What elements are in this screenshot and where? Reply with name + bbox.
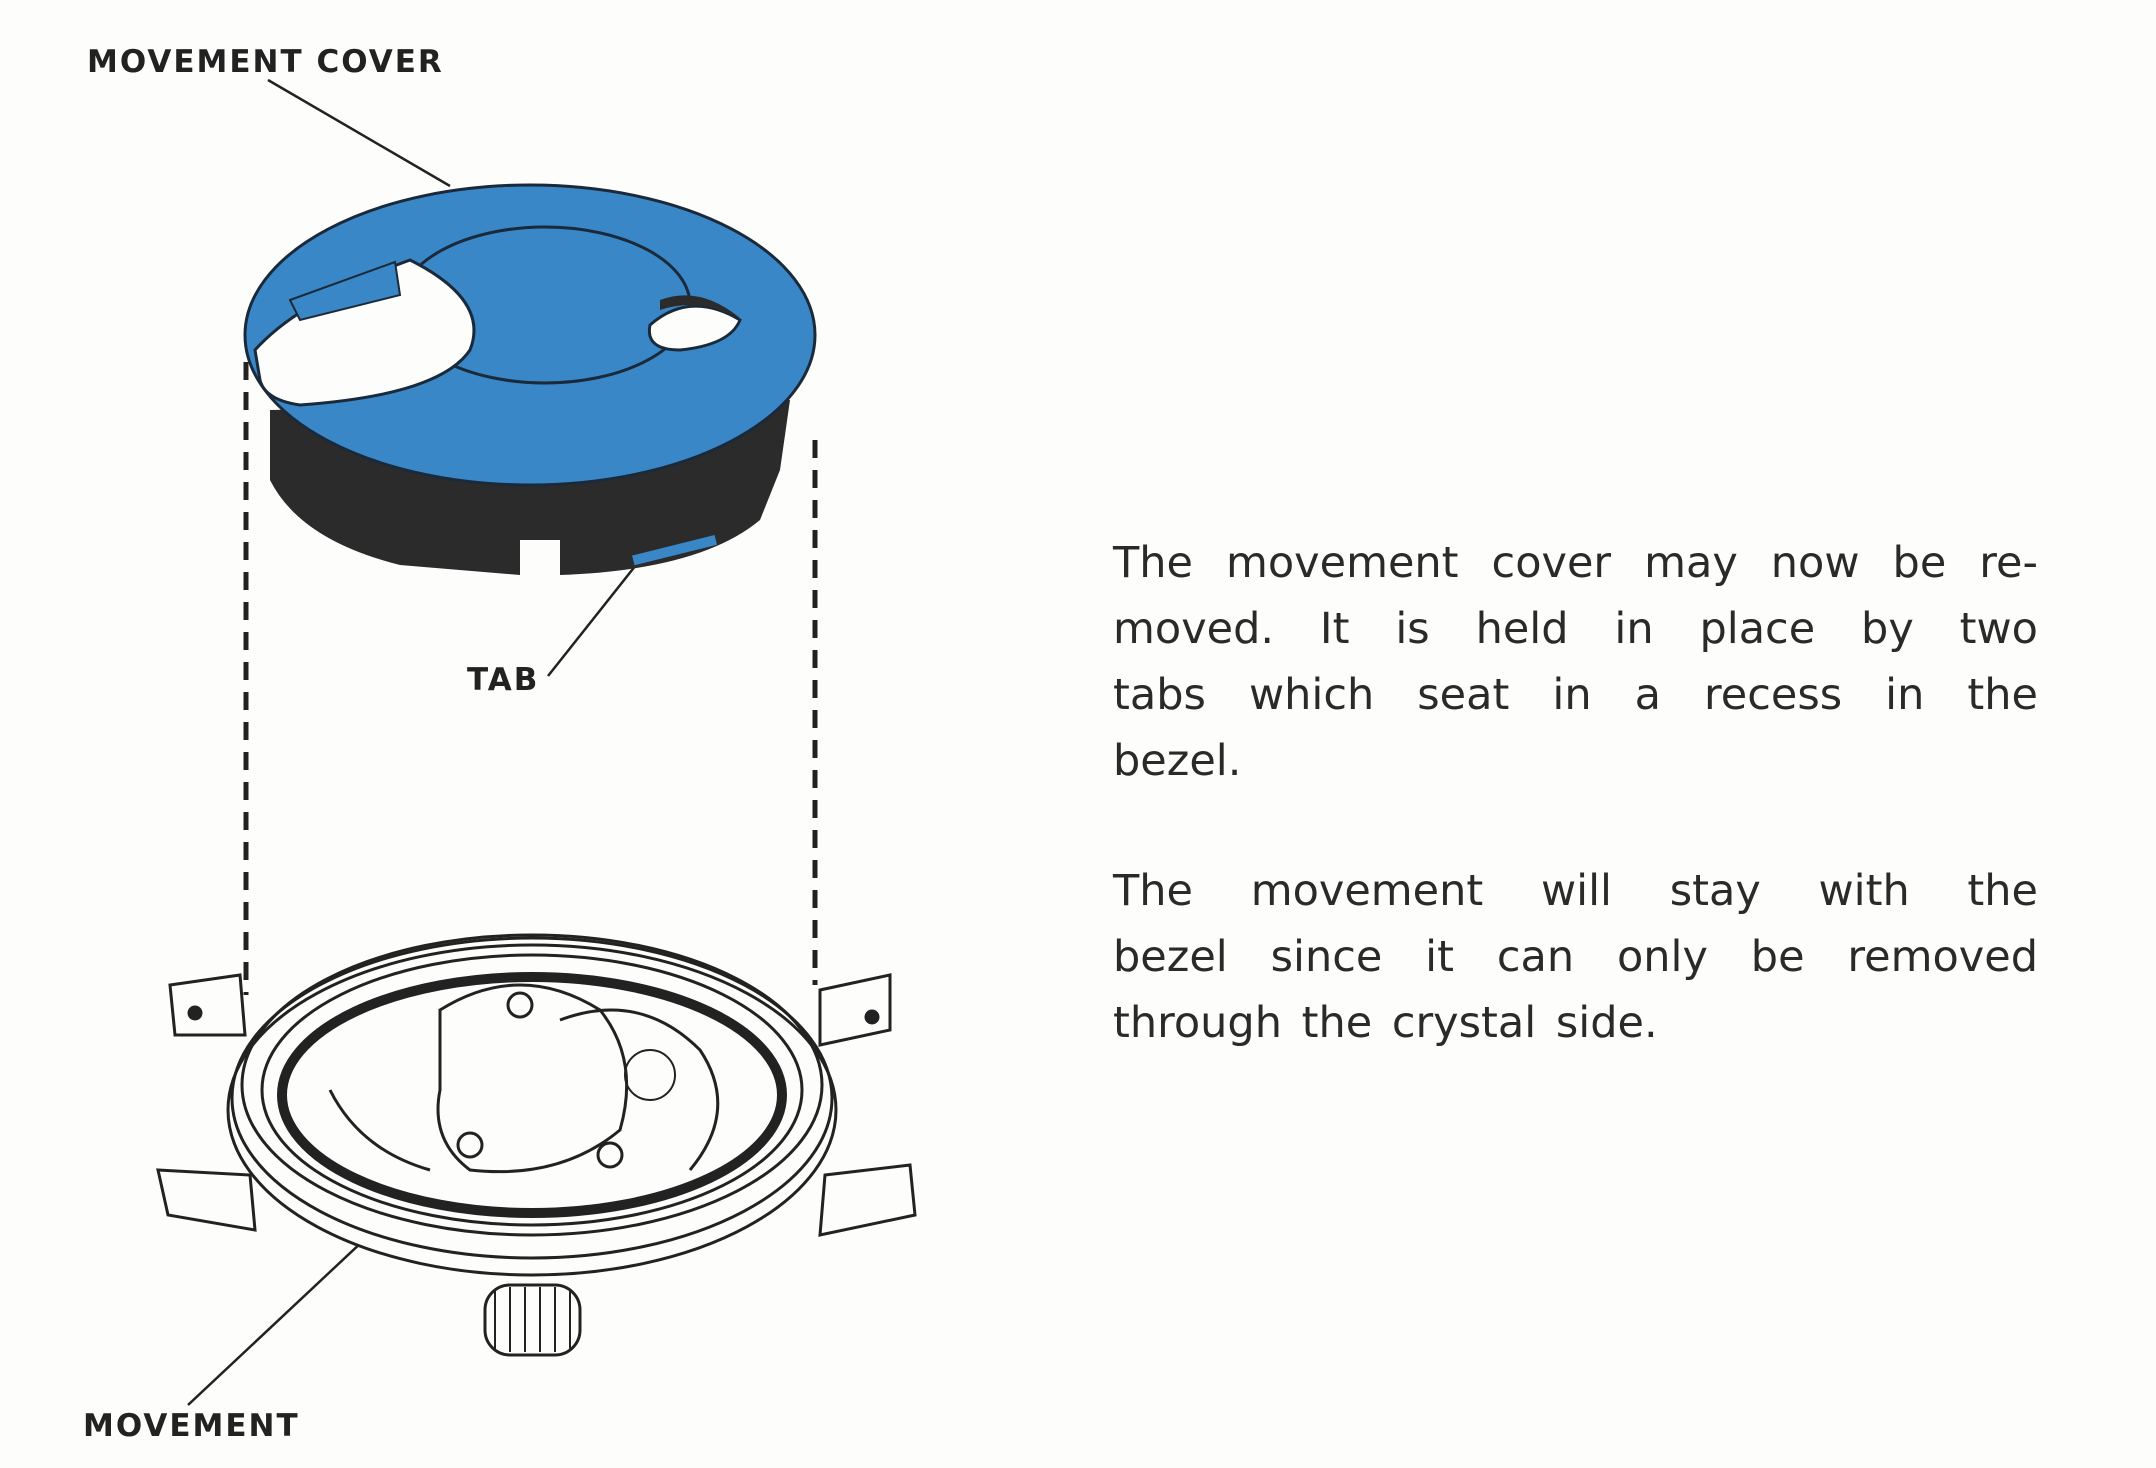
- movement-cover: [243, 183, 817, 575]
- movement-cover-label: MOVEMENT COVER: [87, 44, 444, 80]
- paragraph-cover-removal: The movement cover may now be re- moved.…: [1113, 530, 2038, 794]
- movement-label: MOVEMENT: [83, 1408, 300, 1444]
- text-line: tabs which seat in a recess in the: [1113, 670, 2038, 720]
- paragraph-movement-stays: The movement will stay with the bezel si…: [1113, 858, 2038, 1056]
- movement-cover-leader: [267, 78, 451, 188]
- text-line: The movement will stay with the: [1113, 866, 2038, 916]
- text-line: bezel since it can only be removed: [1113, 932, 2038, 982]
- text-line: moved. It is held in place by two: [1113, 604, 2038, 654]
- text-line: through the crystal side.: [1113, 998, 1658, 1048]
- tab-leader: [547, 559, 641, 677]
- text-line: bezel.: [1113, 736, 1242, 786]
- watch-with-movement: [156, 933, 917, 1357]
- tab-label: TAB: [467, 662, 540, 698]
- text-line: The movement cover may now be re-: [1113, 538, 2038, 588]
